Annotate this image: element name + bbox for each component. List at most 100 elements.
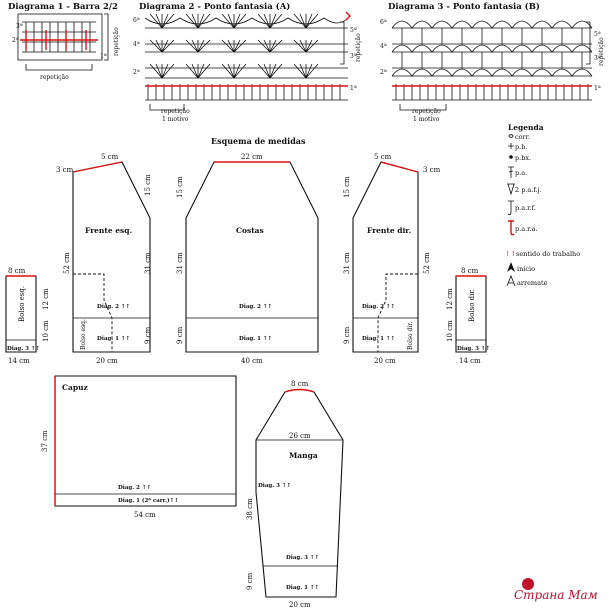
slip-stitch-icon (509, 155, 513, 159)
d2-row-3: 3ª (350, 53, 357, 60)
diagram-1-title: Diagrama 1 - Barra 2/2 (8, 2, 118, 12)
fl-diag2: Diag. 2 ↑↑ (97, 303, 130, 310)
d3-row-2: 2ª (380, 69, 387, 76)
diagram-1: Diagrama 1 - Barra 2/2 3ª 2ª 1ª repetiçã… (8, 2, 120, 81)
legend-2pafj: 2 p.a.f.j. (515, 186, 542, 194)
pr-12cm: 12 cm (446, 288, 454, 310)
chain-icon (508, 134, 514, 138)
d2-row-6: 6ª (133, 17, 140, 24)
finish-icon (506, 274, 516, 287)
schema-title: Esquema de medidas (211, 136, 306, 146)
d2-repeticao-side: repetição (355, 33, 362, 62)
fl-label: Frente esq. (85, 226, 132, 235)
d3-row-6: 6ª (380, 19, 387, 26)
legend-sentido: sentido do trabalho (516, 250, 580, 258)
d1-repeticao-bottom: repetição (40, 74, 69, 81)
dc2tog-icon (507, 183, 515, 196)
front-left-piece: 5 cm 3 cm Frente esq. Diag. 2 ↑↑ Diag. 1… (56, 153, 152, 365)
back-9cm: 9 cm (176, 326, 184, 344)
pocket-right: 8 cm Bolso dir. 12 cm 10 cm Diag. 3 ↑↑ 1… (446, 267, 490, 365)
hood-54cm: 54 cm (134, 511, 156, 519)
fl-9cm: 9 cm (144, 326, 152, 344)
legend-corr: corr. (515, 133, 530, 141)
sleeve-26cm: 26 cm (289, 432, 311, 440)
d2-repeticao-motivo-2: 1 motivo (162, 116, 189, 123)
pr-label: Bolso dir. (468, 289, 476, 322)
d2-row-5: 5ª (350, 27, 357, 34)
d2-row-4: 4ª (133, 41, 140, 48)
watermark-text: Страна Мам (514, 588, 598, 602)
legend-para: p.a.r.a. (515, 225, 538, 233)
diagram-3-title: Diagrama 3 - Ponto fantasia (B) (388, 1, 540, 12)
start-icon (507, 262, 515, 272)
back-22cm: 22 cm (241, 153, 263, 161)
d3-row-5: 5ª (594, 31, 601, 38)
fl-bolso-label: Bolso esq. (80, 319, 87, 350)
pl-label: Bolso esq. (18, 286, 26, 322)
pl-8cm: 8 cm (8, 267, 26, 275)
pl-12cm: 12 cm (42, 288, 50, 310)
sleeve-label: Manga (289, 451, 318, 460)
d1-row-label-2: 2ª (12, 37, 19, 44)
pr-8cm: 8 cm (461, 267, 479, 275)
d3-repeticao-motivo-1: repetição (412, 108, 441, 115)
legend-pa: p.a. (515, 169, 527, 177)
pocket-left: 8 cm Bolso esq. 12 cm 10 cm Diag. 3 ↑↑ 1… (5, 267, 50, 365)
hood-piece: Capuz Diag. 2 ↑↑ Diag. 1 (2ª carr.)↑↑ 54… (41, 375, 237, 519)
fr-31cm: 31 cm (343, 252, 351, 274)
fl-3cm: 3 cm (56, 166, 74, 174)
d2-repeticao-motivo-1: repetição (161, 108, 190, 115)
back-piece: 22 cm Costas Diag. 2 ↑↑ Diag. 1 ↑↑ 40 cm… (176, 153, 319, 365)
hood-37cm: 37 cm (41, 430, 49, 452)
double-crochet-icon (508, 166, 514, 178)
hood-diag2: Diag. 2 ↑↑ (118, 484, 151, 491)
fr-bolso-label: Bolso dir. (407, 321, 414, 350)
hood-label: Capuz (62, 383, 88, 392)
pl-diag3: Diag. 3 ↑↑ (7, 345, 40, 352)
back-label: Costas (236, 226, 264, 235)
diagram-2-title: Diagrama 2 - Ponto fantasia (A) (139, 1, 290, 12)
legend-inicio: início (517, 265, 535, 273)
legend-pbx: p.bx. (515, 154, 531, 162)
diagram-2: Diagrama 2 - Ponto fantasia (A) 6ª (133, 1, 362, 123)
back-15cm: 15 cm (176, 176, 184, 198)
fr-52cm: 52 cm (423, 252, 431, 274)
d2-row-2: 2ª (133, 69, 140, 76)
fl-5cm: 5 cm (101, 153, 119, 161)
pr-diag3: Diag. 3 ↑↑ (457, 345, 490, 352)
diagram-3: Diagrama 3 - Ponto fantasia (B) 6ª 5ª 4ª… (380, 1, 605, 123)
fl-31cm: 31 cm (144, 252, 152, 274)
back-31cm: 31 cm (176, 252, 184, 274)
sleeve-38cm: 38 cm (246, 498, 254, 520)
d3-repeticao-side: repetição (598, 37, 605, 66)
pr-14cm: 14 cm (459, 357, 481, 365)
sleeve-diag1: Diag. 1 ↑↑ (286, 584, 319, 591)
fr-20cm: 20 cm (374, 357, 396, 365)
pl-10cm: 10 cm (42, 320, 50, 342)
hood-diag1: Diag. 1 (2ª carr.)↑↑ (118, 497, 179, 504)
fr-label: Frente dir. (367, 226, 411, 235)
legend: Legenda corr. p.b. p.bx. p.a. 2 p.a.f.j.… (505, 123, 580, 287)
single-crochet-icon (508, 143, 514, 149)
watermark: Страна Мам (514, 578, 598, 602)
fpdc-icon (507, 200, 514, 216)
legend-title: Legenda (508, 123, 544, 132)
legend-pb: p.b. (515, 143, 527, 151)
back-diag1: Diag. 1 ↑↑ (239, 335, 272, 342)
fl-diag1: Diag. 1 ↑↑ (97, 335, 130, 342)
fl-52cm: 52 cm (63, 252, 71, 274)
legend-arremate: arremate (517, 279, 548, 287)
watermark-logo-icon (522, 578, 534, 590)
fl-20cm: 20 cm (96, 357, 118, 365)
d2-row-1: 1ª (350, 85, 357, 92)
work-direction-icon: ↑↑ (505, 250, 516, 258)
sleeve-diag3: Diag. 3 ↑↑ (286, 554, 319, 561)
front-right-piece: 5 cm 3 cm Frente dir. Diag. 2 ↑↑ Diag. 1… (343, 153, 441, 365)
fr-5cm: 5 cm (374, 153, 392, 161)
fr-9cm: 9 cm (343, 326, 351, 344)
d3-row-3: 3ª (594, 55, 601, 62)
d1-row-label-3: 3ª (16, 23, 23, 30)
back-diag2: Diag. 2 ↑↑ (239, 303, 272, 310)
fr-3cm: 3 cm (423, 166, 441, 174)
